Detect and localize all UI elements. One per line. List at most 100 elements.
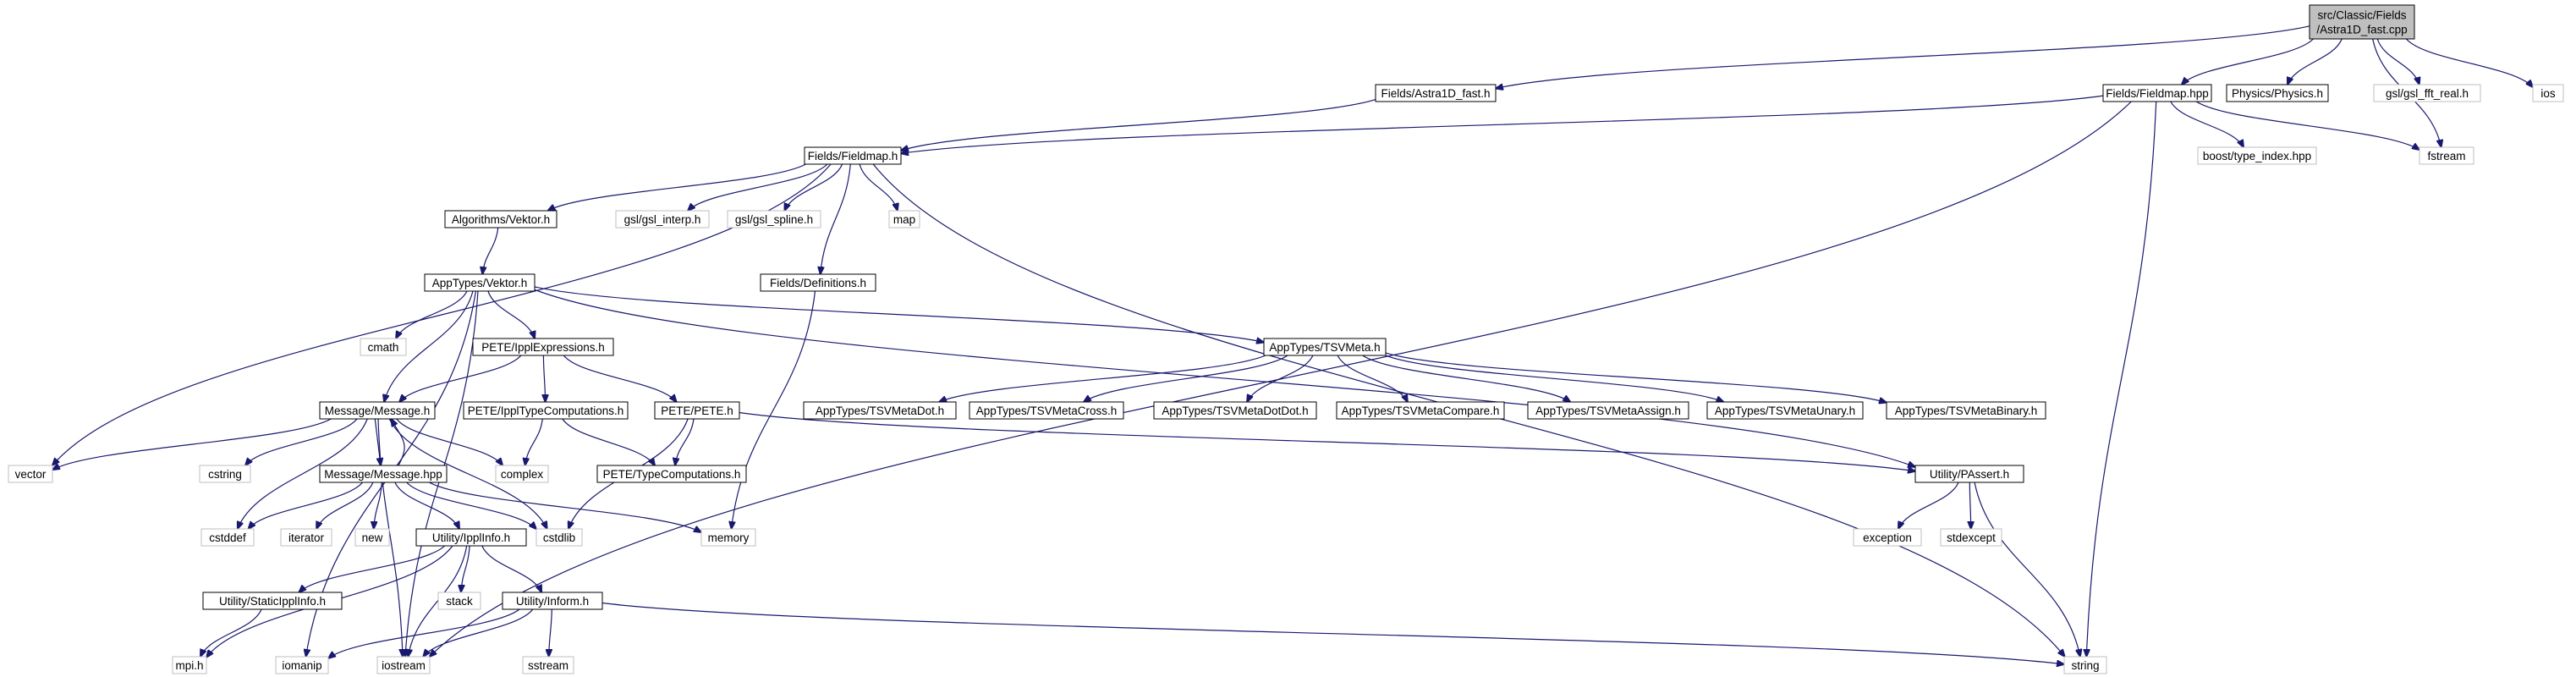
node-passert[interactable]: Utility/PAssert.h [1914,465,2024,483]
node-label: cstdlib [543,531,575,544]
edge-root-to-ios [2405,38,2533,87]
node-box [522,656,574,674]
node-stdexcept: stdexcept [1940,528,2002,547]
edge-root-to-gsl_fft_real_h [2376,38,2419,85]
node-label: Fields/Definitions.h [770,277,866,289]
node-label: AppTypes/TSVMetaUnary.h [1715,405,1855,417]
node-tsv_dotdot[interactable]: AppTypes/TSVMetaDotDot.h [1153,401,1317,420]
node-box [760,273,876,292]
edge-fieldmap_hpp-to-fstream [2195,101,2419,150]
node-box [2373,84,2481,102]
node-label: src/Classic/Fields [2317,8,2406,21]
node-map: map [888,210,920,228]
node-tsv_compare[interactable]: AppTypes/TSVMetaCompare.h [1336,401,1505,420]
node-vektor_alg[interactable]: Algorithms/Vektor.h [444,210,557,228]
node-label: new [362,531,383,544]
node-pete_h[interactable]: PETE/PETE.h [654,401,740,420]
node-physics_h[interactable]: Physics/Physics.h [2226,84,2329,102]
node-box [1153,401,1317,420]
edge-fieldmap_h-to-fields_definitions [821,163,851,274]
node-box [354,528,390,547]
node-label: AppTypes/TSVMetaBinary.h [1895,405,2038,417]
edge-fieldmap_hpp-to-string [2086,101,2157,657]
node-box [727,210,821,228]
node-pete_typecomp[interactable]: PETE/TypeComputations.h [596,465,747,483]
node-box [200,528,255,547]
node-tsv_assign[interactable]: AppTypes/TSVMetaAssign.h [1527,401,1689,420]
edge-message_h-to-cstdlib [388,418,547,529]
node-label: cmath [368,341,399,354]
node-ippl_info[interactable]: Utility/IpplInfo.h [415,528,527,547]
node-box [596,465,747,483]
node-fields_definitions[interactable]: Fields/Definitions.h [760,273,876,292]
edge-pete_h-to-pete_typecomp [675,418,695,465]
node-box [202,592,343,610]
node-cstring: cstring [199,465,251,483]
node-gsl_fft_real_h: gsl/gsl_fft_real.h [2373,84,2481,102]
node-root[interactable]: src/Classic/Fields/Astra1D_fast.cpp [2309,4,2415,40]
edge-message_h-to-vector [52,418,332,470]
node-label: string [2071,659,2099,672]
node-pete_ippl_typecomp[interactable]: PETE/IpplTypeComputations.h [463,401,629,420]
node-box [463,401,629,420]
edge-message_h-to-cstring [245,418,358,465]
node-box [2532,84,2564,102]
node-label: Physics/Physics.h [2232,87,2323,100]
node-pete_ippl_expr[interactable]: PETE/IpplExpressions.h [472,338,614,356]
node-tsv_binary[interactable]: AppTypes/TSVMetaBinary.h [1886,401,2046,420]
node-ios: ios [2532,84,2564,102]
edge-fieldmap_h-to-vector [52,163,832,465]
node-box [615,210,710,228]
node-tsv_dot[interactable]: AppTypes/TSVMetaDot.h [803,401,957,420]
node-box [654,401,740,420]
node-tsvmeta[interactable]: AppTypes/TSVMeta.h [1263,338,1387,356]
edge-pete_ippl_expr-to-pete_ippl_typecomp [543,355,545,402]
edge-fields_definitions-to-memory [732,290,816,529]
node-cmath: cmath [360,338,407,356]
edge-apptypes_vektor-to-cmath [396,290,468,338]
edge-pete_ippl_expr-to-message_h [399,355,522,402]
node-box [1375,84,1497,102]
edge-message_hpp-to-message_h [391,419,405,466]
node-apptypes_vektor[interactable]: AppTypes/Vektor.h [424,273,536,292]
edge-tsvmeta-to-tsv_compare [1337,355,1408,402]
node-complex: complex [495,465,549,483]
edge-inform-to-iomanip [328,608,520,658]
node-message_h[interactable]: Message/Message.h [319,401,436,420]
edge-vektor_alg-to-apptypes_vektor [482,227,499,274]
node-label: Utility/Inform.h [516,595,589,608]
node-tsv_unary[interactable]: AppTypes/TSVMetaUnary.h [1706,401,1864,420]
edge-tsvmeta-to-tsv_assign [1362,355,1571,402]
node-cstdlib: cstdlib [536,528,583,547]
node-label: mpi.h [175,659,203,672]
node-box [1914,465,2024,483]
edge-message_hpp-to-cstdlib [406,482,536,529]
node-mpi_h: mpi.h [172,656,207,674]
node-tsv_cross[interactable]: AppTypes/TSVMetaCross.h [969,401,1124,420]
node-fieldmap_h[interactable]: Fields/Fieldmap.h [804,146,902,165]
edge-astra1d_fast_h-to-fieldmap_h [901,99,1376,151]
node-box [803,401,957,420]
node-static_ippl_info[interactable]: Utility/StaticIpplInfo.h [202,592,343,610]
node-fieldmap_hpp[interactable]: Fields/Fieldmap.hpp [2102,84,2212,102]
edge-message_h-to-cstddef [238,418,368,529]
node-box [495,465,549,483]
node-label: iterator [288,531,325,544]
node-gsl_interp: gsl/gsl_interp.h [615,210,710,228]
node-astra1d_fast_h[interactable]: Fields/Astra1D_fast.h [1375,84,1497,102]
node-label: fstream [2427,150,2465,162]
node-label: AppTypes/TSVMetaAssign.h [1535,405,1681,417]
edge-message_h-to-complex [396,418,503,465]
node-iostream: iostream [376,656,431,674]
node-label: AppTypes/TSVMetaDotDot.h [1162,405,1308,417]
node-box [2197,146,2317,165]
edges-layer [52,25,2533,664]
edge-static_ippl_info-to-mpi_h [200,608,262,657]
node-box [536,528,583,547]
node-label: Fields/Fieldmap.hpp [2106,87,2209,100]
node-label: map [893,213,915,226]
node-sstream: sstream [522,656,574,674]
edge-pete_ippl_expr-to-pete_h [563,355,676,402]
node-message_hpp[interactable]: Message/Message.hpp [319,465,448,483]
node-inform[interactable]: Utility/Inform.h [502,592,603,610]
